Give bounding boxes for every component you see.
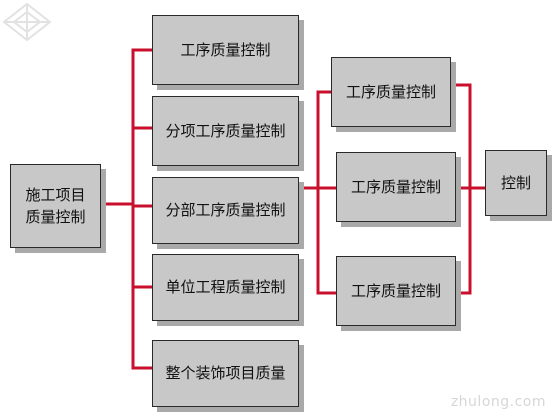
level1-box-1: 工序质量控制 xyxy=(152,15,299,85)
level1-box-2: 分项工序质量控制 xyxy=(152,96,299,166)
level2-box-3: 工序质量控制 xyxy=(336,256,456,326)
level1-box-5: 整个装饰项目质量 xyxy=(152,340,299,407)
level2-box-1: 工序质量控制 xyxy=(331,57,451,127)
watermark-logo-icon xyxy=(2,2,52,42)
level1-box-3: 分部工序质量控制 xyxy=(152,177,299,244)
watermark-text: zhulong.com xyxy=(450,394,546,410)
level3-box: 控制 xyxy=(485,150,547,216)
level1-box-4: 单位工程质量控制 xyxy=(152,254,299,321)
level2-box-2: 工序质量控制 xyxy=(336,152,456,222)
root-box: 施工项目 质量控制 xyxy=(10,164,101,248)
